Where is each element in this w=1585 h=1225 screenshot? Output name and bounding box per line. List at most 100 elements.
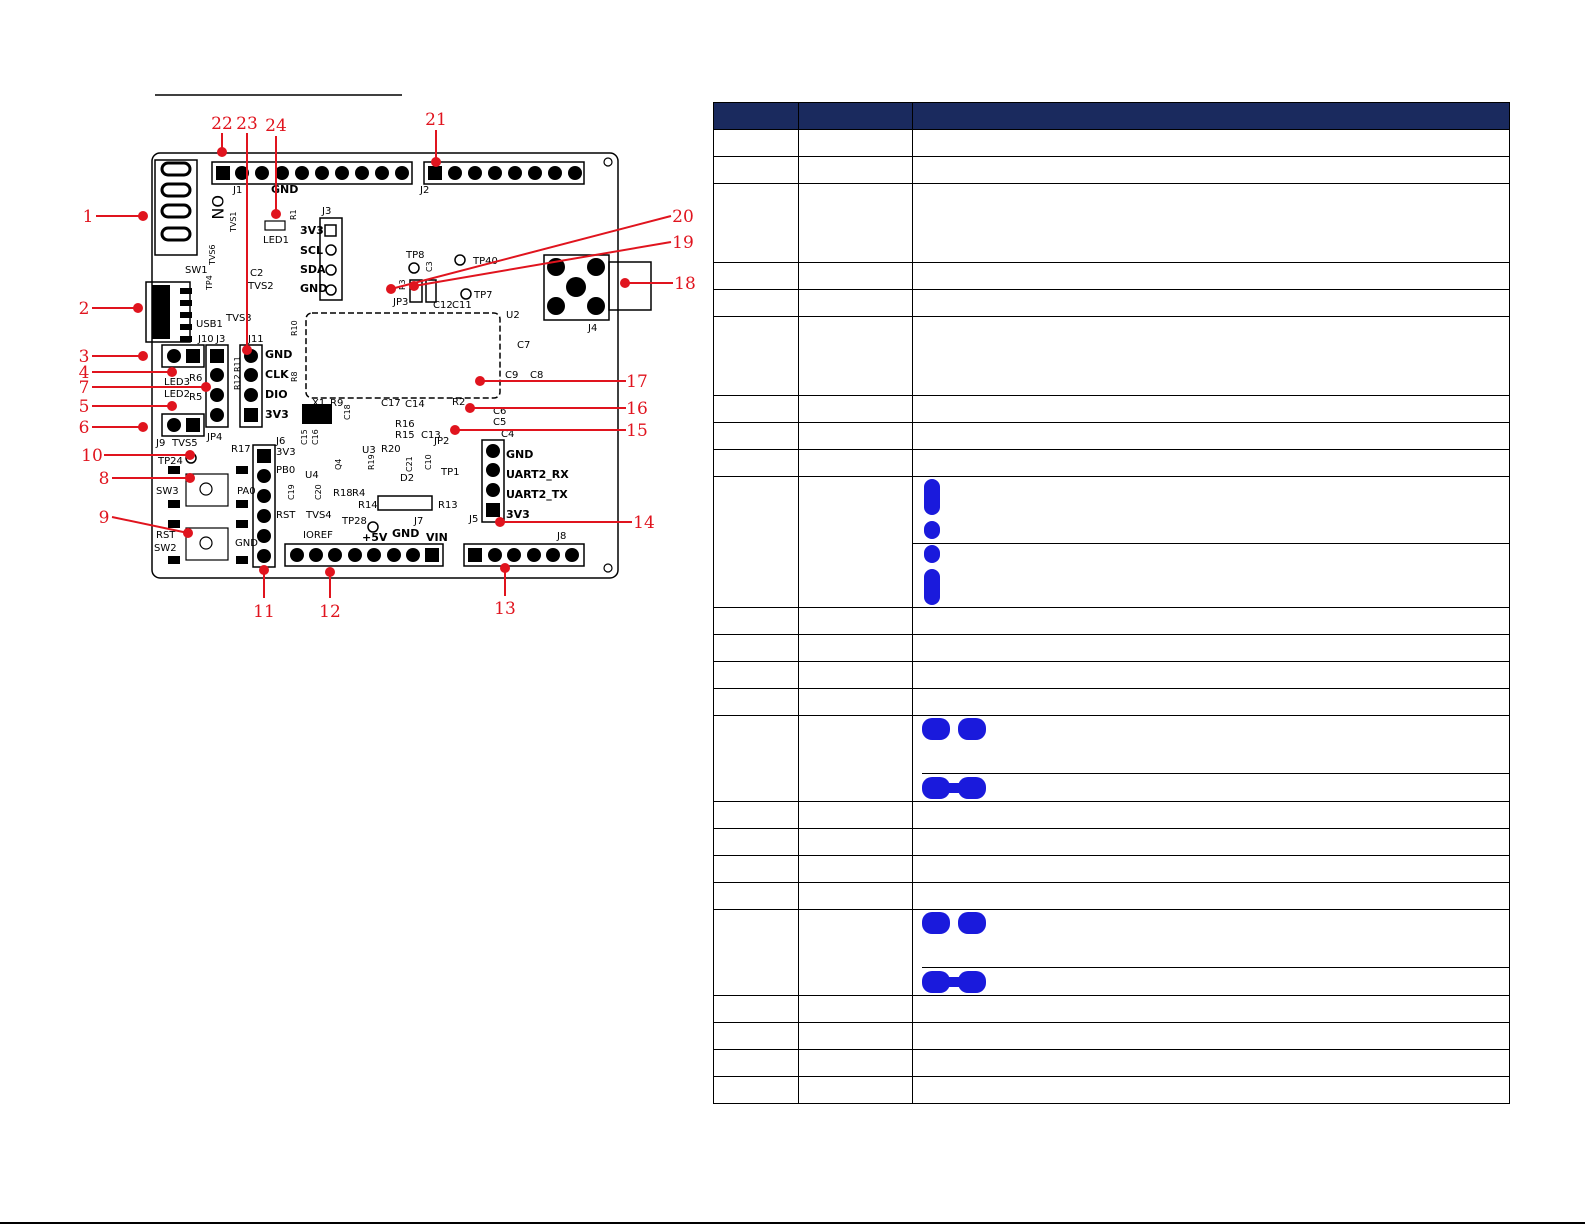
silk-label: TP8	[405, 250, 425, 261]
table-header	[713, 102, 1510, 130]
callout-21: 21	[425, 110, 447, 167]
silk-label: RST	[156, 530, 176, 541]
silk-label: C3	[425, 261, 434, 272]
callout-number: 13	[494, 599, 516, 619]
column-divider	[798, 689, 799, 715]
callout-dot	[325, 567, 335, 577]
power-switch-sw1	[154, 159, 198, 256]
header-j10	[161, 344, 205, 368]
jumper-closed-icon	[922, 969, 988, 999]
callout-15: 15	[450, 421, 648, 441]
silk-label: J4	[587, 323, 597, 334]
silk-label: R2	[452, 397, 465, 408]
table-row	[713, 263, 1510, 290]
silk-label: SDA	[300, 263, 326, 276]
silk-label: TP4	[205, 275, 214, 291]
silk-label: R4	[352, 488, 365, 499]
silk-label: R18	[333, 488, 353, 499]
silk-label: TVS5	[171, 438, 198, 449]
silk-label: LED3	[164, 377, 190, 388]
silk-label: LED2	[164, 389, 190, 400]
silk-label: R6	[189, 373, 202, 384]
callout-dot	[167, 401, 177, 411]
column-divider	[912, 477, 913, 607]
callout-16: 16	[465, 399, 648, 419]
callout-dot	[465, 403, 475, 413]
column-divider	[912, 157, 913, 183]
callout-dot	[138, 211, 148, 221]
header-j5	[481, 439, 505, 523]
callout-11: 11	[253, 565, 275, 622]
callout-number: 11	[253, 602, 275, 622]
callout-number: 22	[211, 114, 233, 134]
column-divider	[912, 1077, 913, 1103]
column-divider	[798, 910, 799, 995]
callout-13: 13	[494, 563, 516, 619]
column-divider	[798, 1077, 799, 1103]
table-row	[713, 130, 1510, 157]
silk-label: JP2	[433, 436, 449, 447]
silk-label: TP40	[472, 256, 498, 267]
callout-24: 24	[265, 116, 287, 219]
silk-label: LED1	[263, 235, 289, 246]
usb-connector	[145, 281, 192, 343]
silk-label: VIN	[426, 531, 448, 544]
silk-label: SCL	[300, 244, 323, 257]
callout-number: 6	[79, 418, 90, 438]
column-divider	[798, 996, 799, 1022]
table-row	[713, 689, 1510, 716]
button-j4	[543, 254, 652, 321]
column-divider	[798, 450, 799, 476]
silk-label: +5V	[362, 531, 388, 544]
silk-label: TVS3	[225, 313, 252, 324]
silk-label: D2	[400, 473, 414, 484]
column-divider	[912, 662, 913, 688]
testpoint-tp8	[408, 262, 420, 274]
column-divider	[798, 130, 799, 156]
testpoint-tp40	[454, 254, 466, 266]
silk-label: C14	[405, 399, 425, 410]
callout-10: 10	[81, 446, 195, 466]
callout-number: 2	[79, 299, 90, 319]
jumper-3pin-pos-b-icon	[922, 545, 942, 611]
diode-d2	[377, 495, 433, 511]
column-divider	[798, 662, 799, 688]
callout-17: 17	[475, 372, 648, 392]
silk-label: R11	[233, 356, 242, 372]
callout-number: 7	[79, 378, 90, 398]
header-j3-i2c	[319, 217, 343, 301]
callout-number: 5	[79, 397, 90, 417]
callout-number: 14	[633, 513, 655, 533]
silk-label: C6	[493, 406, 506, 417]
callout-20: 20	[386, 207, 694, 294]
column-divider	[798, 157, 799, 183]
silk-label: R9	[330, 398, 343, 409]
silk-label: R13	[438, 500, 458, 511]
silk-label: GND	[265, 348, 292, 361]
column-divider	[912, 317, 913, 395]
callout-dot	[133, 303, 143, 313]
silk-label: R20	[381, 444, 401, 455]
table-row	[713, 157, 1510, 184]
silk-label: PB0	[276, 465, 295, 476]
silk-label: C18	[343, 404, 352, 420]
silk-label: C20	[314, 484, 323, 500]
silk-label: SW1	[185, 265, 208, 276]
jumper-closed-icon	[922, 775, 988, 805]
callout-number: 24	[265, 116, 287, 136]
column-divider	[912, 829, 913, 855]
silk-label: C12	[433, 300, 453, 311]
callout-1: 1	[83, 207, 148, 227]
silk-label: TVS2	[247, 281, 274, 292]
module-u2	[305, 312, 501, 399]
column-divider	[912, 184, 913, 262]
silk-label: R12	[233, 374, 242, 390]
sub-row-divider	[912, 543, 1509, 544]
callout-number: 21	[425, 110, 447, 130]
silk-label: U2	[506, 310, 520, 321]
silk-label: C16	[311, 429, 320, 445]
page-footer-rule	[0, 1222, 1585, 1224]
